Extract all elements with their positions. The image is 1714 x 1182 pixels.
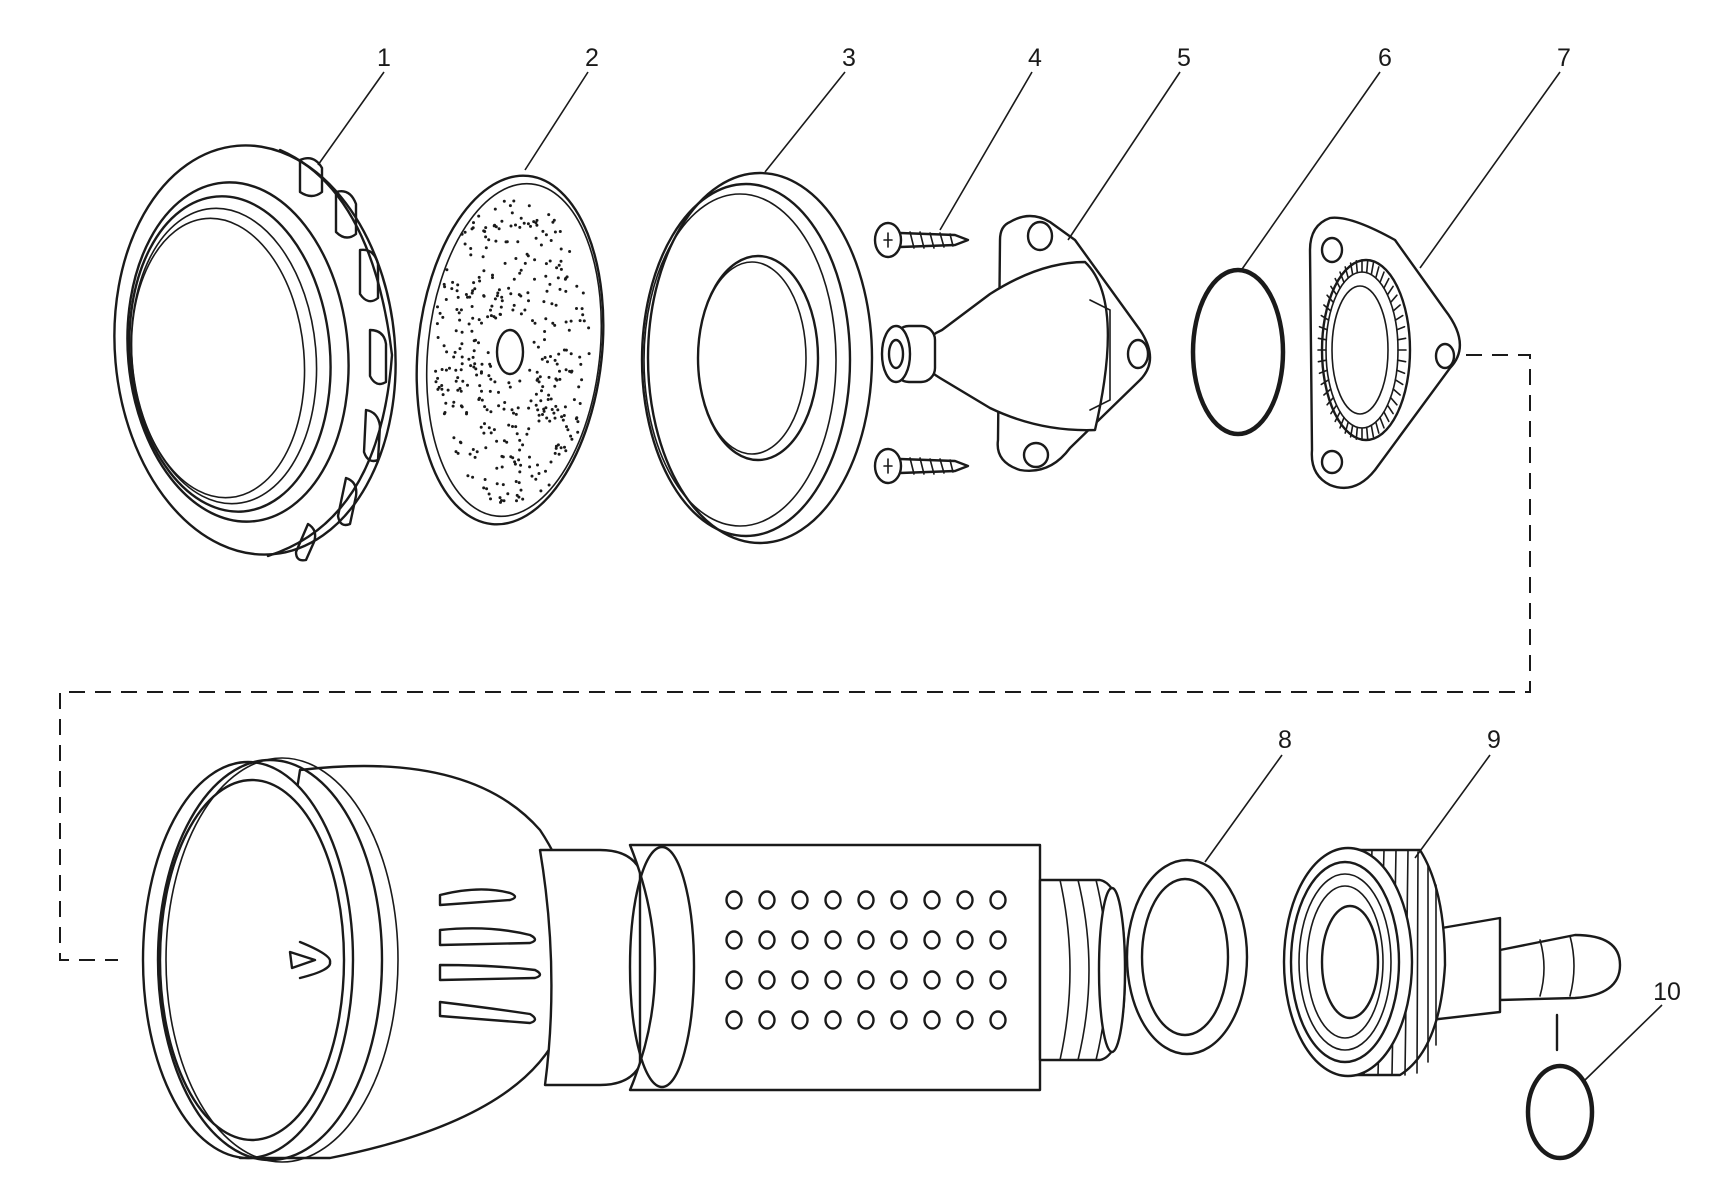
part-7-base-plate — [1308, 216, 1462, 490]
label-part-9: 9 — [1487, 726, 1501, 754]
label-part-10: 10 — [1653, 978, 1681, 1006]
part-1-ring-nut — [113, 144, 397, 562]
base-plate-teeth — [1317, 259, 1407, 441]
screw-top — [873, 221, 970, 259]
label-part-5: 5 — [1177, 44, 1191, 72]
part-5-nozzle-housing — [880, 214, 1152, 472]
label-part-2: 2 — [585, 44, 599, 72]
part-8-flat-washer — [1125, 858, 1249, 1056]
leader-lines — [317, 71, 1663, 1081]
label-part-4: 4 — [1028, 44, 1042, 72]
part-labels: 1 2 3 4 5 6 7 8 9 10 — [377, 44, 1681, 1006]
part-3-ring-seal — [640, 171, 874, 545]
part-2-sieve-disc — [415, 174, 605, 526]
screw-bottom — [873, 447, 970, 485]
handle-perforated-sleeve — [538, 843, 1127, 1092]
spray-head — [141, 757, 578, 1163]
sieve-perforations — [434, 199, 591, 504]
part-6-o-ring — [1190, 267, 1286, 437]
label-part-3: 3 — [842, 44, 856, 72]
sleeve-perforations — [725, 890, 1007, 1030]
part-10-o-ring — [1525, 1063, 1595, 1161]
label-part-8: 8 — [1278, 726, 1292, 754]
part-9-hose-connector — [1282, 846, 1622, 1078]
label-part-7: 7 — [1557, 44, 1571, 72]
label-part-6: 6 — [1378, 44, 1392, 72]
label-part-1: 1 — [377, 44, 391, 72]
assembly-connection-dashed-line — [59, 354, 1531, 961]
